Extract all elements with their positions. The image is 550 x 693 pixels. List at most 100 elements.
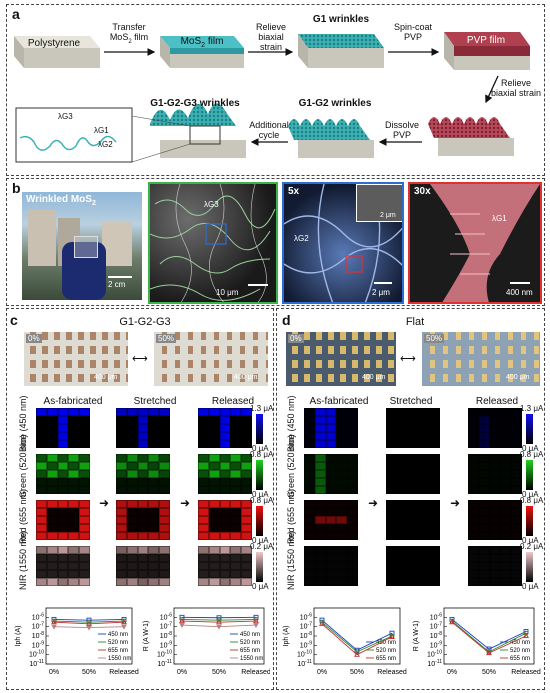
heatmap-cell (325, 440, 337, 448)
legend-label: 450 nm (510, 640, 530, 646)
data-point (486, 649, 492, 656)
legend-label: 1550 nm (108, 656, 131, 662)
heatmap-cell (478, 486, 490, 494)
heatmap-cell (230, 454, 242, 462)
c-colorbar-min: 0 μA (252, 536, 269, 545)
panel-c-label: c (10, 312, 18, 328)
heatmap-cell (208, 454, 220, 462)
heatmap-cell (429, 554, 440, 562)
heatmap-cell (407, 478, 419, 486)
heatmap-cell (219, 416, 231, 424)
heatmap-cell (314, 440, 326, 448)
heatmap-cell (241, 432, 252, 440)
heatmap-cell (386, 546, 397, 554)
heatmap-cell (468, 478, 479, 486)
inset-lambda-g1: λG1 (94, 126, 109, 135)
heatmap-cell (478, 516, 490, 524)
heatmap-cell (126, 516, 138, 524)
heatmap-cell (137, 578, 149, 586)
heatmap-cell (68, 462, 80, 470)
heatmap-cell (68, 562, 80, 570)
heatmap-cell (386, 470, 397, 478)
heatmap-cell (241, 486, 252, 494)
heatmap-cell (478, 578, 490, 586)
heatmap-cell (500, 500, 512, 508)
y-axis-label: R (A W-1) (413, 621, 420, 652)
heatmap-cell (208, 470, 220, 478)
heatmap-cell (230, 524, 242, 532)
heatmap-cell (336, 570, 348, 578)
heatmap-cell (407, 508, 419, 516)
d-heatmap-r3-c2 (468, 546, 522, 586)
panel-c-photo-arrow: ⟷ (132, 353, 148, 365)
heatmap-cell (148, 516, 160, 524)
wavelength-inset (15, 107, 191, 163)
c-colorbar (256, 414, 263, 444)
heatmap-cell (219, 486, 231, 494)
heatmap-cell (36, 462, 47, 470)
heatmap-cell (325, 532, 337, 540)
heatmap-cell (159, 408, 170, 416)
heatmap-cell (468, 500, 479, 508)
heatmap-cell (511, 432, 522, 440)
heatmap-cell (336, 416, 348, 424)
d-heatmap-r0-c0 (304, 408, 358, 448)
heatmap-cell (325, 500, 337, 508)
heatmap-cell (46, 532, 58, 540)
panel-d-col-stretched: Stretched (389, 396, 433, 407)
heatmap-cell (57, 516, 69, 524)
heatmap-cell (36, 516, 47, 524)
legend-label: 450 nm (108, 632, 128, 638)
data-point (389, 633, 395, 639)
panel-c-frame (6, 308, 274, 690)
heatmap-cell (489, 462, 501, 470)
heatmap-cell (137, 562, 149, 570)
heatmap-cell (396, 432, 408, 440)
heatmap-cell (198, 454, 209, 462)
heatmap-cell (325, 454, 337, 462)
heatmap-cell (230, 424, 242, 432)
heatmap-cell (219, 470, 231, 478)
heatmap-cell (68, 508, 80, 516)
data-point (319, 620, 325, 626)
heatmap-cell (208, 546, 220, 554)
heatmap-cell (429, 524, 440, 532)
heatmap-cell (347, 462, 358, 470)
heatmap-cell (230, 470, 242, 478)
stage-pvp-film: PVP film (466, 35, 506, 46)
heatmap-cell (79, 470, 90, 478)
heatmap-cell (478, 462, 490, 470)
heatmap-cell (418, 562, 430, 570)
heatmap-cell (241, 524, 252, 532)
sem-g2-lambda: λG2 (294, 234, 309, 243)
heatmap-cell (68, 546, 80, 554)
heatmap-cell (46, 570, 58, 578)
heatmap-cell (511, 578, 522, 586)
heatmap-cell (418, 554, 430, 562)
d-colorbar-max: 0.2 μA (520, 542, 544, 551)
heatmap-cell (126, 454, 138, 462)
heatmap-cell (347, 432, 358, 440)
heatmap-cell (230, 486, 242, 494)
g1-wrinkles-block (298, 34, 384, 68)
heatmap-cell (57, 486, 69, 494)
heatmap-cell (79, 508, 90, 516)
heatmap-cell (159, 524, 170, 532)
heatmap-cell (418, 432, 430, 440)
heatmap-cell (304, 578, 315, 586)
heatmap-cell (219, 546, 231, 554)
panel-d-col-released: Released (475, 396, 519, 407)
heatmap-cell (429, 424, 440, 432)
heatmap-cell (219, 524, 231, 532)
heatmap-cell (336, 486, 348, 494)
data-point (121, 624, 127, 630)
heatmap-cell (347, 408, 358, 416)
heatmap-cell (36, 546, 47, 554)
heatmap-cell (230, 432, 242, 440)
heatmap-cell (511, 416, 522, 424)
heatmap-cell (386, 500, 397, 508)
heatmap-cell (68, 432, 80, 440)
heatmap-cell (46, 562, 58, 570)
sem-g1-mag: 30x (414, 186, 431, 197)
heatmap-cell (511, 516, 522, 524)
